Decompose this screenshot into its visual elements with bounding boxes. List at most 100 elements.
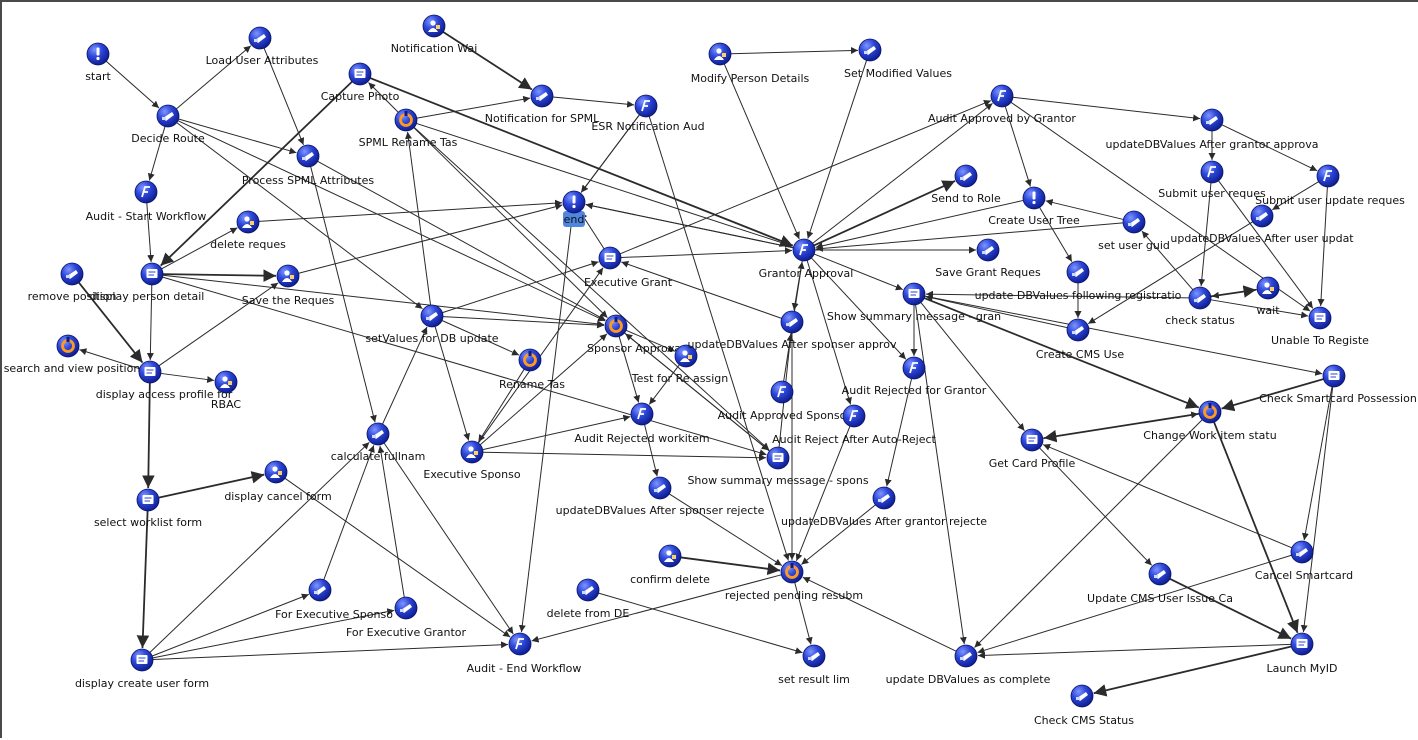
edge-modperson-to-grantorappr[interactable] xyxy=(723,63,800,240)
edge-cancelsmart-to-upddbcomplete[interactable] xyxy=(977,554,1292,654)
node-selworklist[interactable]: select worklist form xyxy=(94,488,202,529)
node-circle-rbac[interactable] xyxy=(214,370,238,394)
node-searchpos[interactable]: search and view position xyxy=(4,334,141,375)
node-getcard[interactable]: Get Card Profile xyxy=(989,428,1076,470)
node-setuserguid[interactable]: set user guid xyxy=(1098,210,1170,252)
edge-updsponsrej-to-rejpend[interactable] xyxy=(669,493,783,566)
node-grantorappr[interactable]: Grantor Approval xyxy=(759,238,854,280)
edge-spmlrename-to-grantorappr[interactable] xyxy=(416,122,793,248)
edge-getcard-to-updcmsissue[interactable] xyxy=(1039,447,1153,566)
node-spmlrename[interactable]: SPML Rename Tas xyxy=(359,108,458,149)
edge-checksmart-to-launchmyid[interactable] xyxy=(1300,386,1334,633)
edge-grantorappr-to-showsumgran[interactable] xyxy=(814,253,904,291)
node-createcms[interactable]: Create CMS Use xyxy=(1036,318,1124,361)
edge-decide-to-lua[interactable] xyxy=(176,45,252,110)
node-circle-wait[interactable] xyxy=(1256,276,1280,300)
edge-capture-to-grantorappr[interactable] xyxy=(369,77,794,247)
edge-dispperson-to-dispaccess[interactable] xyxy=(146,284,154,361)
edge-checkstatus-to-showsumgran[interactable] xyxy=(925,290,1190,299)
edge-sponsorappr-to-auditrejwork[interactable] xyxy=(618,336,640,403)
node-circle-dispcancel[interactable] xyxy=(264,460,288,484)
edge-setmodvals-to-grantorappr[interactable] xyxy=(806,60,868,239)
edge-dispaccess-to-savereq[interactable] xyxy=(158,282,279,367)
node-unablereg[interactable]: Unable To Registe xyxy=(1271,306,1369,347)
node-calcfull[interactable]: calculate fullnam xyxy=(331,422,426,463)
node-setresult[interactable]: set result lim xyxy=(778,644,850,686)
edge-start-to-decide[interactable] xyxy=(105,60,160,109)
edge-changework-to-launchmyid[interactable] xyxy=(1213,421,1299,634)
edge-spmlrename-to-notifspml[interactable] xyxy=(416,95,531,119)
edge-pspml-to-calcfull[interactable] xyxy=(310,166,377,423)
edge-updgrantorappr-to-submitupd[interactable] xyxy=(1221,124,1318,172)
node-setmodvals[interactable]: Set Modified Values xyxy=(844,38,952,80)
edge-updgrantrej-to-rejpend[interactable] xyxy=(801,504,876,565)
edge-execsponso-to-showsumspon[interactable] xyxy=(482,451,767,462)
edge-launchmyid-to-upddbcomplete[interactable] xyxy=(977,643,1292,659)
node-setvals[interactable]: setValues for DB update xyxy=(365,304,499,345)
node-dispcreate[interactable]: display create user form xyxy=(75,648,209,690)
edge-setvals-to-execsponso[interactable] xyxy=(434,326,470,441)
edge-auditstart-to-dispperson[interactable] xyxy=(146,202,155,263)
edge-sponsorappr-to-showsumspon[interactable] xyxy=(624,332,770,451)
node-circle-renametas[interactable] xyxy=(518,348,542,372)
edge-setvals-to-sponsorappr[interactable] xyxy=(442,316,605,329)
edge-grantorappr-to-sendrole[interactable] xyxy=(813,180,956,247)
node-wait[interactable]: wait xyxy=(1256,276,1280,317)
node-showsumgran[interactable]: Show summary message - gran xyxy=(827,282,1001,323)
edge-dispaccess-to-searchpos[interactable] xyxy=(79,348,140,370)
node-auditrejauto[interactable]: Audit Reject After Auto-Reject xyxy=(772,404,937,446)
edge-savereq-to-end[interactable] xyxy=(298,203,563,274)
node-notifspml[interactable]: Notification for SPML xyxy=(485,84,600,125)
edge-forexecsponso-to-calcfull[interactable] xyxy=(323,445,375,580)
edge-submitupd-to-upduserupd[interactable] xyxy=(1272,181,1319,211)
node-checksmart[interactable]: Check Smartcard Possession xyxy=(1259,364,1417,405)
node-confdel[interactable]: confirm delete xyxy=(630,544,710,586)
edge-setvals-to-spmlrename[interactable] xyxy=(405,131,432,306)
edge-delreq-to-end[interactable] xyxy=(258,199,563,222)
node-esraud[interactable]: ESR Notification Aud xyxy=(591,94,705,133)
node-checkstatus[interactable]: check status xyxy=(1165,286,1235,327)
edge-getcard-to-changework[interactable] xyxy=(1042,411,1199,439)
node-removepos[interactable]: remove position xyxy=(28,262,117,303)
node-updsponsappr[interactable]: updateDBValues After sponser approv xyxy=(688,310,897,351)
edge-execgrant-to-auditapprgrantor[interactable] xyxy=(619,100,992,255)
node-circle-notifwait[interactable] xyxy=(422,14,446,38)
edge-setvals-to-renametas[interactable] xyxy=(441,320,520,356)
edge-showsumgran-to-changework[interactable] xyxy=(923,297,1200,409)
edge-submitreq-to-checkstatus[interactable] xyxy=(1198,182,1212,287)
edge-capture-to-dispperson[interactable] xyxy=(160,80,353,267)
edge-notifwait-to-notifspml[interactable] xyxy=(442,31,533,91)
node-lua[interactable]: Load User Attributes xyxy=(206,26,319,67)
edge-decide-to-pspml[interactable] xyxy=(178,118,297,155)
edge-spmlrename-to-capture[interactable] xyxy=(368,82,399,113)
node-circle-modperson[interactable] xyxy=(708,42,732,66)
edge-selworklist-to-dispcancel[interactable] xyxy=(158,471,265,499)
edge-lua-to-pspml[interactable] xyxy=(263,48,305,146)
node-auditrejgrantor[interactable]: Audit Rejected for Grantor xyxy=(842,356,987,397)
edge-submitreq-to-unablereg[interactable] xyxy=(1218,180,1314,309)
edge-checksmart-to-cancelsmart[interactable] xyxy=(1301,386,1333,541)
edge-setuserguid-to-createusertree[interactable] xyxy=(1045,199,1124,220)
edge-dispperson-to-savereq[interactable] xyxy=(162,269,277,282)
node-circle-execsponso[interactable] xyxy=(460,440,484,464)
edge-updcmsissue-to-launchmyid[interactable] xyxy=(1169,578,1292,640)
edge-spmlrename-to-sponsorappr[interactable] xyxy=(413,127,608,318)
edge-dispperson-to-showsumspon[interactable] xyxy=(162,276,767,456)
edge-execsponso-to-execgrant[interactable] xyxy=(477,267,604,444)
edge-auditapprgrantor-to-createusertree[interactable] xyxy=(1004,106,1032,187)
node-upddbcomplete[interactable]: update DBValues as complete xyxy=(886,644,1051,686)
node-decide[interactable]: Decide Route xyxy=(131,104,205,145)
node-auditrejwork[interactable]: Audit Rejected workitem xyxy=(574,402,710,445)
node-circle-sponsorappr[interactable] xyxy=(604,314,628,338)
edge-testreassign-to-auditrejwork[interactable] xyxy=(648,364,680,405)
edge-pspml-to-sponsorappr[interactable] xyxy=(317,160,606,321)
edge-calcfull-to-auditend[interactable] xyxy=(383,442,514,635)
edge-notifspml-to-esraud[interactable] xyxy=(552,96,635,108)
edge-auditrejgrantor-to-updgrantrej[interactable] xyxy=(884,378,913,487)
edge-createusertree-to-grantorappr[interactable] xyxy=(815,199,1024,250)
edge-removepos-to-dispaccess[interactable] xyxy=(78,282,144,364)
edge-auditapprgrantor-to-updgrantorappr[interactable] xyxy=(1012,96,1201,122)
node-execgrant[interactable]: Executive Grant xyxy=(584,246,673,289)
edge-dispperson-to-delreq[interactable] xyxy=(161,227,238,270)
